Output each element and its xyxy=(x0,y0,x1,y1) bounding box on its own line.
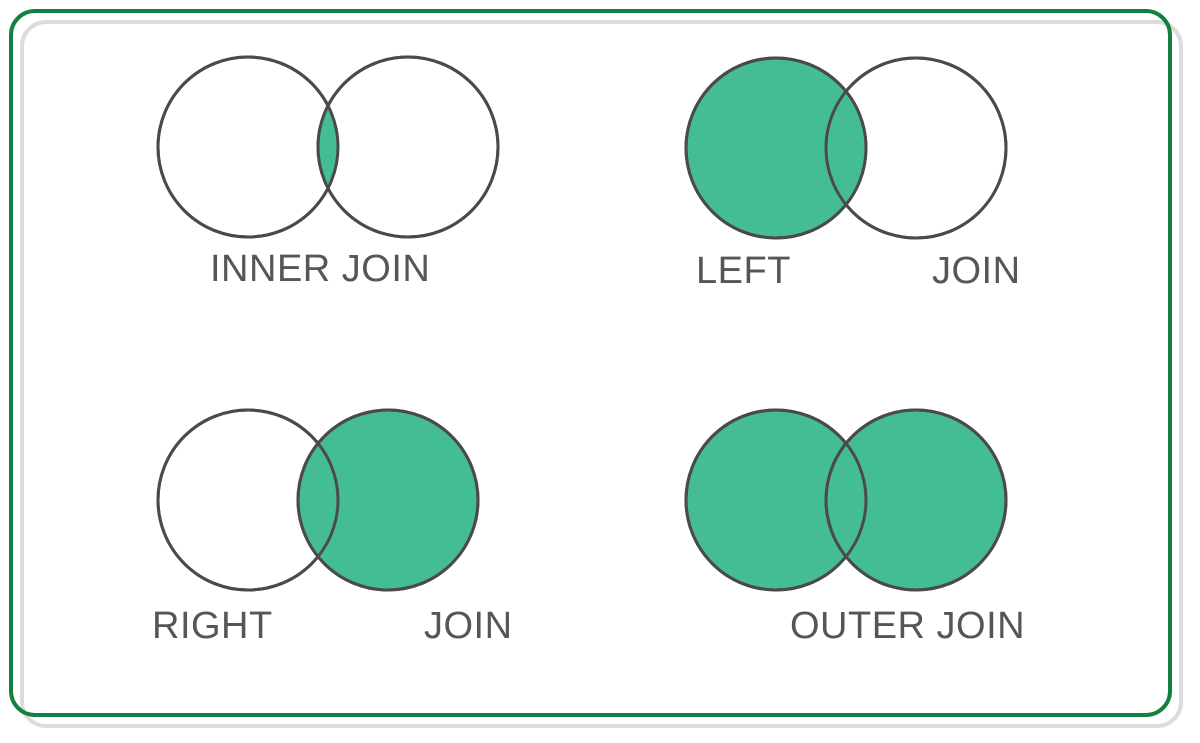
panel-left-join xyxy=(684,56,1008,240)
inner-join-right-circle-outline xyxy=(316,55,500,239)
panel-outer-join xyxy=(684,408,1008,592)
panel-inner-join xyxy=(156,55,500,239)
left-join-label-left: LEFT xyxy=(696,250,791,292)
right-join-label-join: JOIN xyxy=(424,605,513,647)
card-outer-green-border xyxy=(9,9,1172,717)
left-join-left-circle-outline xyxy=(684,56,868,240)
card-inner-gray-border xyxy=(20,20,1183,728)
inner-join-left-circle-outline xyxy=(156,55,340,239)
outer-join-left-circle-outline xyxy=(684,408,868,592)
outer-join-label: OUTER JOIN xyxy=(790,605,1026,647)
right-join-left-circle-outline xyxy=(156,408,340,592)
right-join-right-circle-outline xyxy=(296,408,480,592)
right-join-label-right: RIGHT xyxy=(152,605,273,647)
left-join-right-circle-outline xyxy=(824,56,1008,240)
panel-right-join xyxy=(156,408,480,592)
left-join-label-join: JOIN xyxy=(932,250,1021,292)
inner-join-label: INNER JOIN xyxy=(210,248,431,290)
outer-join-right-circle-outline xyxy=(824,408,1008,592)
